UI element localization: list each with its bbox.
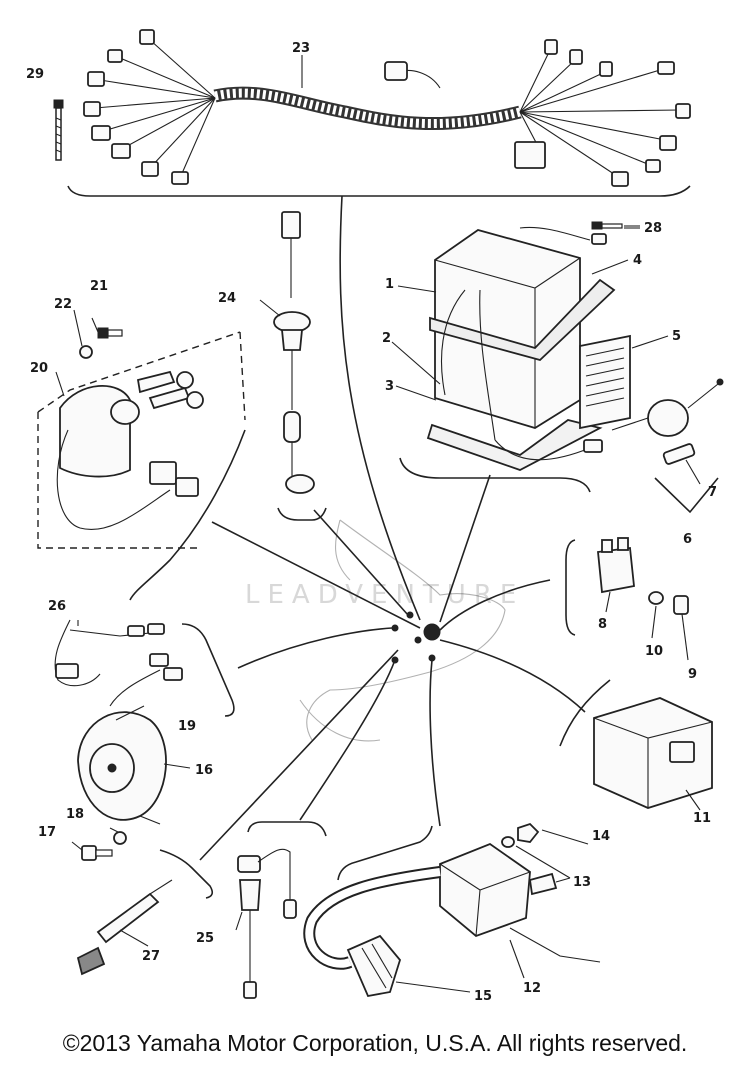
part-label-24: 24	[218, 291, 236, 306]
part-label-9: 9	[688, 667, 697, 682]
part-label-4: 4	[633, 253, 642, 268]
wire-part-26	[54, 619, 165, 687]
part-label-7: 7	[708, 485, 717, 500]
part-label-14: 14	[592, 829, 610, 844]
part-label-25: 25	[196, 931, 214, 946]
cdi-group-bracket	[559, 679, 611, 747]
part-label-15: 15	[474, 989, 492, 1004]
part-label-18: 18	[66, 807, 84, 822]
harness-leader-curve	[339, 195, 421, 621]
wire-part-19	[109, 653, 183, 707]
cdi-unit-part-11	[593, 697, 713, 809]
leader-lines	[199, 474, 586, 861]
plug-lead-part-15	[303, 866, 441, 998]
part-label-13: 13	[573, 875, 591, 890]
main-switch-group-bracket	[129, 429, 246, 601]
horn-part-16	[77, 711, 167, 825]
ignition-coil-part-12	[439, 842, 601, 963]
part-label-20: 20	[30, 361, 48, 376]
sensor-25-bracket	[247, 821, 327, 837]
washer-part-18	[113, 831, 127, 845]
plug-group-bracket	[159, 849, 214, 899]
harness-group-bracket	[67, 185, 691, 197]
wire-harness	[83, 29, 691, 187]
part-label-8: 8	[598, 617, 607, 632]
part-label-23: 23	[292, 41, 310, 56]
coil-group-bracket	[337, 825, 433, 881]
washer-part-10	[648, 591, 664, 605]
part-label-26: 26	[48, 599, 66, 614]
part-label-22: 22	[54, 297, 72, 312]
center-hub	[391, 611, 441, 664]
regulator-group-bracket	[565, 539, 576, 636]
part-label-2: 2	[382, 331, 391, 346]
spark-plug-part-27	[76, 879, 173, 976]
part-label-28: 28	[644, 221, 662, 236]
part-label-17: 17	[38, 825, 56, 840]
relay-part-6	[611, 378, 724, 437]
horn-group-bracket	[181, 623, 235, 717]
part-label-29: 29	[26, 67, 44, 82]
bolt-part-17	[81, 845, 113, 861]
part-label-16: 16	[195, 763, 213, 778]
frame-outline	[299, 519, 506, 742]
nut-part-14	[517, 822, 540, 843]
washer-part-13	[501, 836, 515, 848]
part-label-12: 12	[523, 981, 541, 996]
battery-assembly	[426, 226, 631, 471]
part-label-21: 21	[90, 279, 108, 294]
fuse-part-7	[662, 443, 696, 465]
screw-part-28	[591, 221, 623, 230]
battery-group-bracket	[399, 457, 591, 493]
part-label-3: 3	[385, 379, 394, 394]
sensor-bracket	[277, 507, 327, 521]
sensor-part-24	[273, 211, 315, 494]
part-label-19: 19	[178, 719, 196, 734]
part-label-1: 1	[385, 277, 394, 292]
sensor-part-25	[237, 848, 297, 999]
part-label-5: 5	[672, 329, 681, 344]
part-label-11: 11	[693, 811, 711, 826]
relay-group-bracket	[654, 477, 719, 514]
part-label-10: 10	[645, 644, 663, 659]
bolt-part-9	[673, 595, 689, 615]
copyright-notice: ©2013 Yamaha Motor Corporation, U.S.A. A…	[62, 1030, 688, 1056]
screw-part-29	[53, 99, 64, 161]
main-switch-group	[37, 331, 246, 549]
part-label-27: 27	[142, 949, 160, 964]
label-leader-ticks	[55, 55, 701, 993]
regulator-part-8	[597, 537, 635, 594]
bolt-part-21	[97, 327, 123, 339]
watermark-text: LEADVENTURE	[245, 580, 524, 610]
part-label-6: 6	[683, 532, 692, 547]
washer-part-22	[79, 345, 93, 359]
